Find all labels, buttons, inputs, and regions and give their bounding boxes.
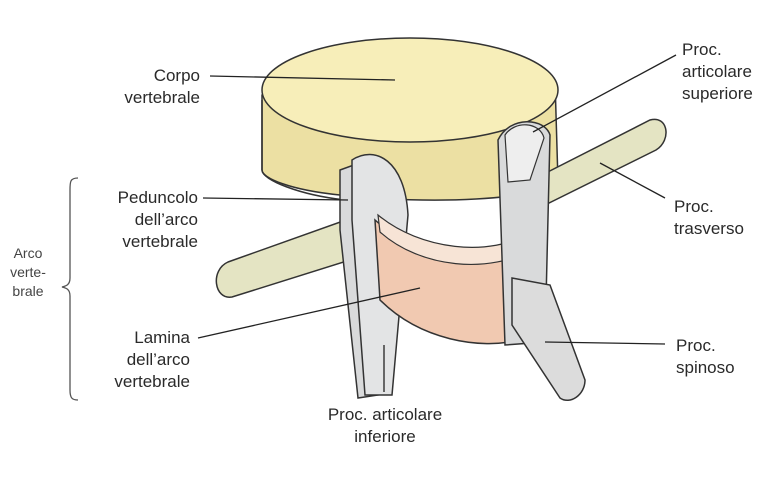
label-peduncolo: Peduncolo dell’arco vertebrale: [117, 188, 198, 251]
right-transverse-process: [530, 118, 667, 206]
right-superior-articular-face: [504, 124, 545, 183]
label-proc-articolare-superiore: Proc. articolare superiore: [682, 40, 753, 103]
label-lamina: Lamina dell’arco vertebrale: [114, 328, 190, 391]
spinous-process: [511, 277, 586, 401]
leader-lines: [197, 54, 677, 392]
label-proc-trasverso: Proc. trasverso: [674, 197, 744, 238]
label-proc-articolare-inferiore: Proc. articolare inferiore: [327, 405, 443, 446]
label-arco-vertebrale: Arco verte- brale: [10, 245, 46, 299]
vertebral-body: [261, 37, 559, 201]
label-proc-spinoso: Proc. spinoso: [676, 336, 735, 377]
label-corpo-vertebrale: Corpo vertebrale: [124, 66, 200, 107]
arco-brace: [61, 177, 79, 401]
left-transverse-process: [215, 213, 367, 298]
